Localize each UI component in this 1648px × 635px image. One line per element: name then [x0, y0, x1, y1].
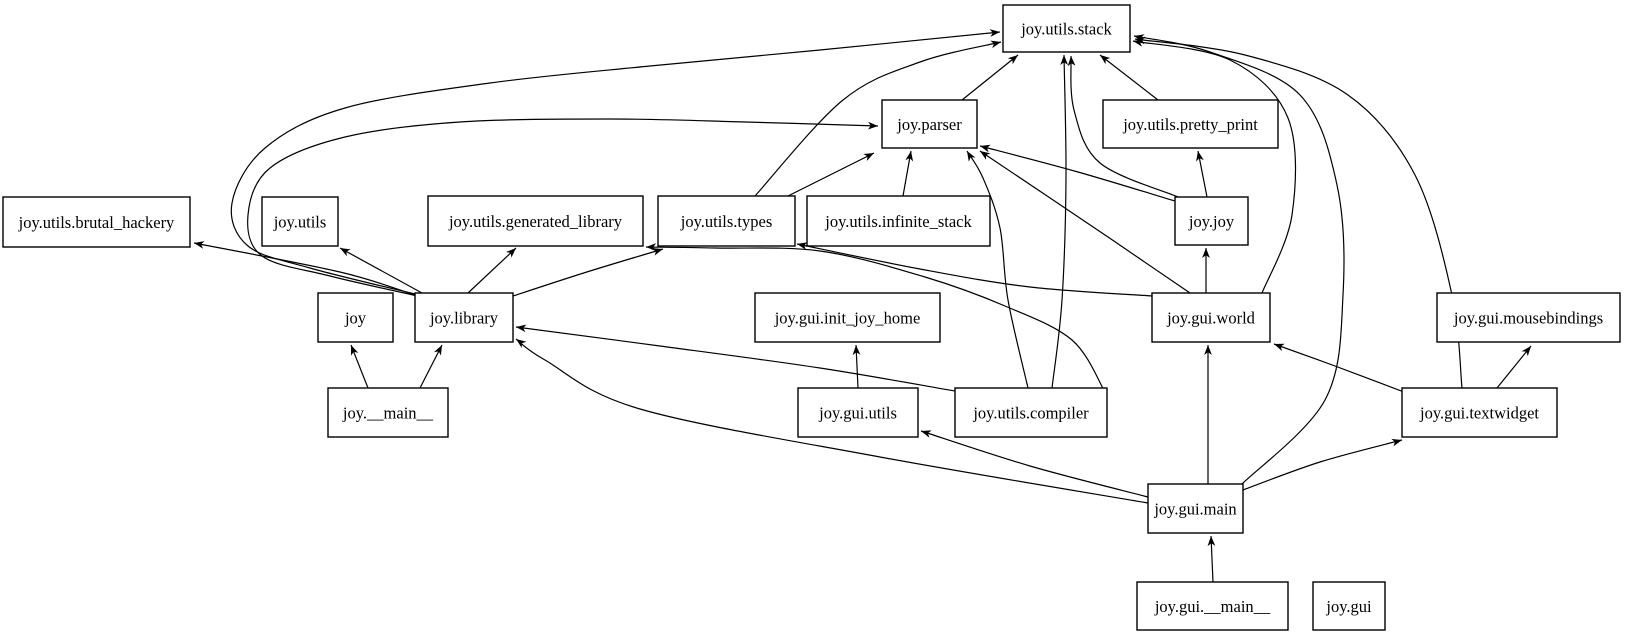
edge-joy_gui_main-to-joy_utils_stack — [1133, 34, 1345, 485]
node-box-joy_gui_world — [1151, 292, 1271, 343]
node-label-joy_parser: joy.parser — [896, 115, 962, 134]
edge-joy_joy-to-joy_utils_pretty_print — [1196, 150, 1208, 198]
node-label-joy: joy — [344, 309, 367, 328]
node-label-joy___main__: joy.__main__ — [342, 404, 434, 423]
node-label-joy_gui_utils: joy.gui.utils — [818, 404, 897, 423]
node-label-joy_utils_infinite_stack: joy.utils.infinite_stack — [824, 212, 972, 231]
node-joy_utils_stack: joy.utils.stack — [1002, 4, 1131, 53]
node-label-joy_gui_world: joy.gui.world — [1166, 309, 1256, 328]
node-joy_utils_infinite_stack: joy.utils.infinite_stack — [806, 195, 991, 247]
node-label-joy_utils_compiler: joy.utils.compiler — [972, 404, 1089, 423]
edge-joy_joy-to-joy_parser — [979, 144, 1176, 202]
edge-joy_joy-to-joy_utils_stack — [1067, 55, 1179, 198]
node-joy_gui_init_joy_home: joy.gui.init_joy_home — [754, 292, 941, 343]
edge-joy_library-to-joy_utils_types — [512, 248, 664, 297]
node-joy_utils_types: joy.utils.types — [657, 195, 796, 247]
node-label-joy_utils: joy.utils — [273, 213, 327, 232]
node-box-joy_gui_main — [1147, 483, 1244, 534]
node-box-joy_utils_brutal_hackery — [2, 196, 191, 248]
node-box-joy_utils_types — [657, 195, 796, 247]
edge-joy_parser-to-joy_utils_stack — [961, 54, 1019, 101]
node-label-joy_gui_main: joy.gui.main — [1153, 500, 1236, 519]
node-joy_utils: joy.utils — [261, 196, 339, 247]
edge-joy___main__-to-joy — [350, 344, 369, 389]
node-label-joy_utils_generated_library: joy.utils.generated_library — [448, 212, 623, 231]
node-box-joy_gui_textwidget — [1401, 387, 1558, 438]
node-joy_gui___main__: joy.gui.__main__ — [1136, 581, 1289, 631]
node-label-joy_utils_types: joy.utils.types — [680, 212, 773, 231]
edge-joy_utils_compiler-to-joy_library — [515, 324, 956, 392]
node-box-joy_library — [414, 292, 514, 343]
node-box-joy_joy — [1174, 196, 1249, 246]
node-box-joy_utils_generated_library — [427, 195, 644, 247]
node-box-joy_parser — [881, 99, 978, 149]
node-box-joy_utils_infinite_stack — [806, 195, 991, 247]
node-label-joy_utils_pretty_print: joy.utils.pretty_print — [1122, 115, 1258, 134]
node-box-joy_gui___main__ — [1136, 581, 1289, 631]
edge-joy_gui_textwidget-to-joy_gui_world — [1273, 343, 1405, 393]
node-label-joy_gui_init_joy_home: joy.gui.init_joy_home — [774, 309, 921, 328]
edge-joy_gui_textwidget-to-joy_gui_mousebindings — [1496, 345, 1532, 389]
node-joy_utils_generated_library: joy.utils.generated_library — [427, 195, 644, 247]
node-label-joy_gui___main__: joy.gui.__main__ — [1154, 597, 1271, 616]
edge-joy_utils_pretty_print-to-joy_utils_stack — [1099, 54, 1159, 101]
edge-joy_library-to-joy_utils_stack — [230, 29, 1001, 295]
edge-joy_utils_compiler-to-joy_utils_stack — [1051, 54, 1069, 389]
node-label-joy_gui_textwidget: joy.gui.textwidget — [1419, 404, 1539, 423]
edges-layer — [193, 29, 1532, 583]
edge-joy_utils_compiler-to-joy_parser — [966, 150, 1029, 389]
node-box-joy_utils_stack — [1002, 4, 1131, 53]
node-joy: joy — [317, 292, 394, 343]
edge-joy_library-to-joy_utils_brutal_hackery — [193, 241, 416, 296]
edge-joy_utils_types-to-joy_utils_stack — [754, 40, 1002, 197]
node-joy_utils_compiler: joy.utils.compiler — [954, 387, 1108, 438]
node-joy_joy: joy.joy — [1174, 196, 1249, 246]
node-label-joy_utils_brutal_hackery: joy.utils.brutal_hackery — [18, 213, 175, 232]
edge-joy_gui_world-to-joy_parser — [979, 150, 1191, 294]
edge-joy_gui_main-to-joy_library — [515, 338, 1149, 504]
edge-joy_gui_utils-to-joy_gui_init_joy_home — [852, 344, 861, 389]
edge-joy_gui_main-to-joy_gui_utils — [920, 430, 1149, 498]
node-box-joy_gui_mousebindings — [1436, 292, 1621, 343]
edge-joy_utils_infinite_stack-to-joy_parser — [902, 150, 914, 197]
edge-joy_gui_main-to-joy_gui_textwidget — [1242, 438, 1403, 491]
nodes-layer: joy.utils.stack joy.parser joy.utils.prett… — [2, 4, 1621, 631]
node-label-joy_utils_stack: joy.utils.stack — [1020, 20, 1112, 39]
node-label-joy_gui_mousebindings: joy.gui.mousebindings — [1453, 309, 1603, 328]
edge-joy_library-to-joy_utils — [339, 247, 423, 294]
node-box-joy_utils — [261, 196, 339, 247]
edge-joy_library-to-joy_parser — [247, 118, 879, 297]
node-label-joy_library: joy.library — [429, 309, 499, 328]
node-box-joy_utils_pretty_print — [1102, 99, 1279, 149]
node-joy_gui_world: joy.gui.world — [1151, 292, 1271, 343]
edge-joy_gui_world-to-joy_utils_types — [796, 242, 1153, 297]
node-joy_library: joy.library — [414, 292, 514, 343]
node-box-joy_gui_init_joy_home — [754, 292, 941, 343]
node-joy_gui_main: joy.gui.main — [1147, 483, 1244, 534]
edge-joy_gui_world-to-joy_utils_stack — [1132, 39, 1297, 294]
node-joy_utils_brutal_hackery: joy.utils.brutal_hackery — [2, 196, 191, 248]
node-joy___main__: joy.__main__ — [327, 387, 449, 438]
node-box-joy_gui — [1312, 581, 1386, 631]
edge-joy_library-to-joy_utils_generated_library — [467, 247, 517, 294]
node-label-joy_joy: joy.joy — [1188, 212, 1235, 231]
node-joy_gui_utils: joy.gui.utils — [797, 387, 919, 438]
edge-joy___main__-to-joy_library — [419, 344, 443, 389]
node-box-joy___main__ — [327, 387, 449, 438]
node-box-joy_gui_utils — [797, 387, 919, 438]
node-box-joy — [317, 292, 394, 343]
node-box-joy_utils_compiler — [954, 387, 1108, 438]
edge-joy_utils_types-to-joy_parser — [787, 152, 875, 197]
node-joy_gui_mousebindings: joy.gui.mousebindings — [1436, 292, 1621, 343]
edge-joy_gui___main__-to-joy_gui_main — [1207, 535, 1216, 583]
node-joy_gui: joy.gui — [1312, 581, 1386, 631]
node-label-joy_gui: joy.gui — [1325, 597, 1372, 616]
node-joy_utils_pretty_print: joy.utils.pretty_print — [1102, 99, 1279, 149]
edge-joy_utils_compiler-to-joy_utils_generated_library — [645, 243, 1106, 393]
node-joy_gui_textwidget: joy.gui.textwidget — [1401, 387, 1558, 438]
node-joy_parser: joy.parser — [881, 99, 978, 149]
